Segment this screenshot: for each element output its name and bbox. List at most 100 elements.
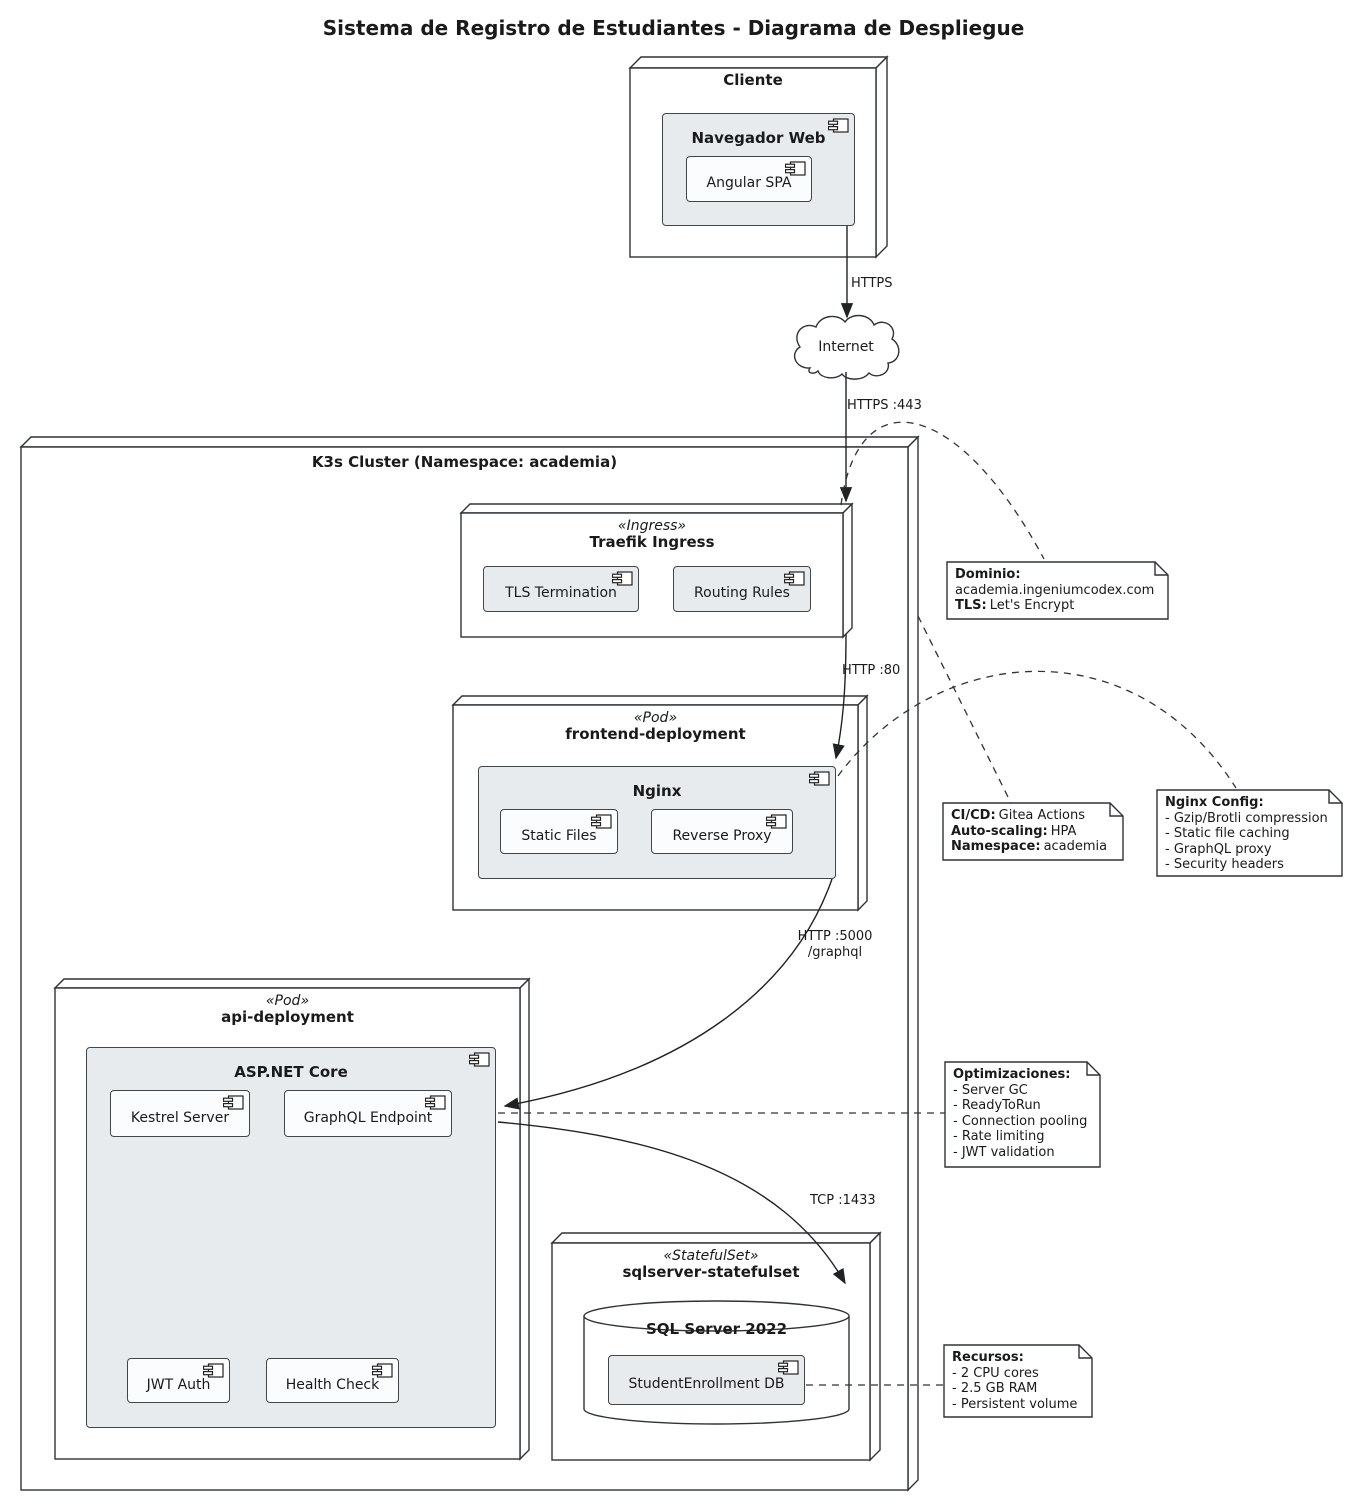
component-student-enrollment-db: StudentEnrollment DB — [608, 1355, 805, 1405]
api-stereotype: «Pod» — [265, 993, 310, 1009]
cliente-node-label: Cliente — [723, 71, 783, 89]
note-nginx-config-line: - Static file caching — [1165, 826, 1290, 842]
navegador-web-label: Navegador Web — [691, 129, 826, 147]
static-files-label: Static Files — [521, 827, 597, 844]
cluster-node-label: K3s Cluster (Namespace: academia) — [311, 453, 618, 471]
routing-rules-label: Routing Rules — [694, 585, 790, 601]
component-icon — [828, 118, 849, 133]
component-icon — [203, 1363, 224, 1378]
edge-label-https: HTTPS — [851, 276, 893, 291]
note-dominio-line3: TLS:Let's Encrypt — [955, 598, 1168, 614]
note-recursos-line: - 2.5 GB RAM — [952, 1381, 1038, 1397]
note-recursos-line: - Persistent volume — [952, 1396, 1078, 1412]
edge-http-5000 — [503, 878, 833, 1110]
component-icon — [469, 1052, 490, 1067]
note-optimizaciones-title-text: Optimizaciones: — [953, 1067, 1071, 1082]
note-shapes — [942, 561, 1343, 1418]
sql-server-2022-label: SQL Server 2022 — [645, 1320, 788, 1338]
internet-cloud-shape — [793, 314, 900, 380]
jwt-auth-label: JWT Auth — [146, 1376, 211, 1393]
note-recursos: Recursos: - 2 CPU cores - 2.5 GB RAM - P… — [944, 1345, 1092, 1417]
component-icon — [784, 571, 805, 586]
traefik-stereotype: «Ingress» — [617, 518, 687, 534]
note-nginx-config-title-text: Nginx Config: — [1165, 795, 1264, 810]
note-cicd-value3: academia — [1043, 839, 1108, 855]
connector-nginx-config-note — [837, 670, 1237, 789]
note-recursos-title-text: Recursos: — [952, 1350, 1024, 1365]
note-nginx-config-line: - Security headers — [1165, 857, 1284, 873]
note-optimizaciones: Optimizaciones: - Server GC - ReadyToRun… — [945, 1062, 1100, 1167]
note-dominio-value2: Let's Encrypt — [989, 598, 1075, 614]
note-cicd-label3: Namespace: — [951, 839, 1041, 855]
traefik-node-label: Traefik Ingress — [589, 533, 715, 551]
component-icon — [591, 814, 612, 829]
note-optimizaciones-line: - Rate limiting — [953, 1129, 1045, 1145]
component-graphql-endpoint: GraphQL Endpoint — [284, 1090, 452, 1137]
note-dominio: Dominio: academia.ingeniumcodex.com TLS:… — [947, 562, 1168, 619]
component-angular-spa: Angular SPA — [686, 156, 812, 202]
note-recursos-title: Recursos: — [952, 1350, 1092, 1366]
edge-label-http-5000-port: HTTP :5000 — [797, 929, 873, 944]
note-nginx-config-line: - GraphQL proxy — [1165, 841, 1272, 857]
component-icon — [425, 1095, 446, 1110]
frontend-node-label: frontend-deployment — [565, 725, 746, 743]
angular-spa-label: Angular SPA — [706, 175, 792, 191]
component-routing-rules: Routing Rules — [673, 566, 811, 612]
component-icon — [785, 161, 806, 176]
note-nginx-config-line: - Gzip/Brotli compression — [1165, 810, 1328, 826]
note-cicd-label2: Auto-scaling: — [951, 823, 1048, 839]
aspnet-core-label: ASP.NET Core — [234, 1063, 348, 1081]
sqlserver-node-label: sqlserver-statefulset — [622, 1263, 800, 1281]
frontend-stereotype: «Pod» — [633, 710, 678, 726]
note-cicd-label1: CI/CD: — [951, 808, 996, 823]
note-optimizaciones-line: - Connection pooling — [953, 1113, 1088, 1129]
health-check-label: Health Check — [285, 1376, 380, 1393]
component-icon — [372, 1363, 393, 1378]
note-dominio-label1: Dominio: — [955, 567, 1021, 582]
kestrel-server-label: Kestrel Server — [130, 1109, 230, 1126]
connector-dominio-note — [840, 421, 1045, 560]
component-icon — [809, 771, 830, 786]
diagram-title: Sistema de Registro de Estudiantes - Dia… — [322, 16, 1025, 40]
component-icon — [223, 1095, 244, 1110]
sqlserver-stereotype: «StatefulSet» — [663, 1248, 759, 1264]
connector-cicd-note — [917, 615, 1012, 804]
component-kestrel-server: Kestrel Server — [110, 1090, 250, 1137]
edge-label-tcp-1433: TCP :1433 — [810, 1193, 876, 1208]
note-cicd-value2: HPA — [1050, 823, 1077, 839]
note-optimizaciones-line: - ReadyToRun — [953, 1098, 1041, 1114]
component-icon — [778, 1360, 799, 1375]
note-nginx-config-title: Nginx Config: — [1165, 795, 1342, 811]
note-cicd-value1: Gitea Actions — [998, 808, 1086, 823]
component-reverse-proxy: Reverse Proxy — [651, 809, 793, 854]
edge-label-https-443: HTTPS :443 — [847, 398, 922, 413]
note-cicd-line3: Namespace:academia — [951, 839, 1123, 855]
component-health-check: Health Check — [266, 1358, 399, 1403]
note-recursos-line: - 2 CPU cores — [952, 1365, 1039, 1381]
reverse-proxy-label: Reverse Proxy — [672, 827, 772, 844]
graphql-endpoint-label: GraphQL Endpoint — [303, 1109, 433, 1126]
edge-http-80 — [832, 633, 847, 760]
edge-label-http-5000-path: /graphql — [807, 945, 863, 960]
nginx-label: Nginx — [632, 782, 682, 800]
note-dominio-line1: Dominio: — [955, 567, 1168, 583]
component-icon — [766, 814, 787, 829]
component-icon — [612, 571, 633, 586]
edge-tcp-1433 — [497, 1121, 846, 1285]
note-optimizaciones-title: Optimizaciones: — [953, 1067, 1100, 1083]
component-jwt-auth: JWT Auth — [127, 1358, 230, 1403]
note-dominio-label2: TLS: — [955, 598, 987, 614]
internet-cloud-label: Internet — [818, 339, 874, 355]
component-tls-termination: TLS Termination — [483, 566, 639, 612]
note-optimizaciones-line: - Server GC — [953, 1082, 1028, 1098]
note-cicd: CI/CD:Gitea Actions Auto-scaling:HPA Nam… — [943, 803, 1123, 860]
note-optimizaciones-line: - JWT validation — [953, 1144, 1055, 1160]
note-dominio-line2: academia.ingeniumcodex.com — [955, 582, 1155, 598]
tls-termination-label: TLS Termination — [505, 585, 617, 601]
api-node-label: api-deployment — [221, 1008, 354, 1026]
note-cicd-line2: Auto-scaling:HPA — [951, 824, 1123, 840]
student-enrollment-db-label: StudentEnrollment DB — [628, 1376, 785, 1392]
note-nginx-config: Nginx Config: - Gzip/Brotli compression … — [1157, 790, 1342, 876]
edge-label-http-80: HTTP :80 — [842, 663, 901, 678]
